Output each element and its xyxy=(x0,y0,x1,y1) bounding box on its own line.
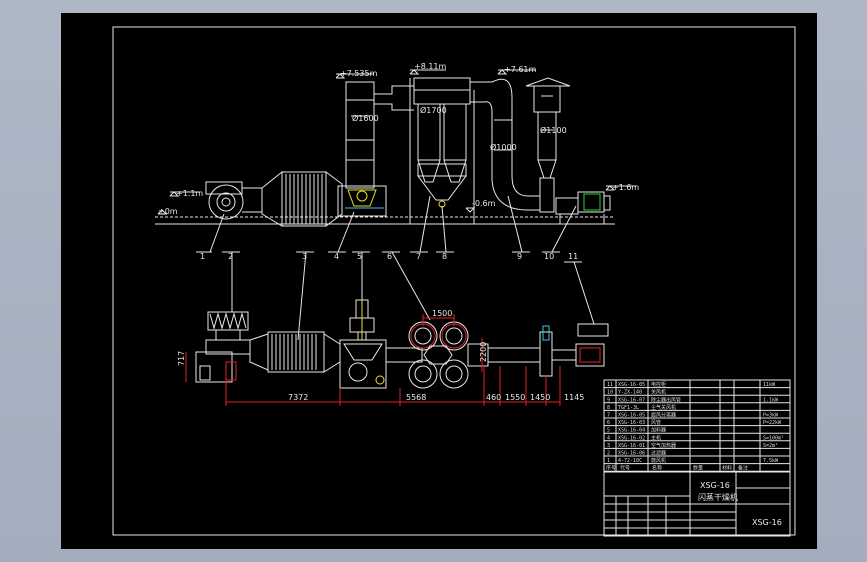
dim-717: 717 xyxy=(177,351,186,366)
title-drawing-no: XSG-16 xyxy=(700,481,730,490)
parts-row-name: 鼓风机 xyxy=(651,457,666,464)
parts-header-cell: 序号 xyxy=(606,465,616,472)
dim-2200: 2200 xyxy=(479,342,488,362)
dim-1145: 1145 xyxy=(564,393,584,402)
parts-header-cell: 数量 xyxy=(693,465,703,472)
parts-row-spec: P=22kW xyxy=(763,420,782,426)
parts-row-no: 6 xyxy=(607,420,610,426)
callout-3: 3 xyxy=(302,252,307,261)
level-7535: +7.535m xyxy=(340,69,378,78)
parts-row-no: 11 xyxy=(607,382,613,388)
plan-dimensions xyxy=(185,314,561,406)
callout-1: 1 xyxy=(200,252,205,261)
parts-row-no: 8 xyxy=(607,405,610,411)
dia-1000: Ø1000 xyxy=(490,142,517,152)
dia-1600: Ø1600 xyxy=(352,113,379,123)
level-markers xyxy=(157,69,636,215)
parts-header-cell: 材料 xyxy=(722,465,732,472)
parts-row-code: XSG-16-06 xyxy=(618,451,645,457)
dia-1700: Ø1700 xyxy=(420,105,447,115)
parts-row-code: 4-72-10C xyxy=(618,458,642,464)
parts-row-no: 3 xyxy=(607,443,610,449)
dim-460: 460 xyxy=(486,393,501,402)
parts-row-no: 7 xyxy=(607,413,610,419)
parts-row-name: 加料器 xyxy=(651,427,666,434)
parts-row-code: XSG-16-01 xyxy=(618,443,645,449)
dust-collector xyxy=(525,77,571,213)
sheet-border xyxy=(112,26,796,536)
parts-row-no: 9 xyxy=(607,397,610,403)
parts-row-name: 除尘器出风管 xyxy=(651,396,681,403)
parts-row-code: XSG-16-05 xyxy=(618,413,645,419)
parts-row-name: 尘气关风机 xyxy=(651,404,676,411)
dim-1550: 1550 xyxy=(505,393,525,402)
level-11: +1.1m xyxy=(176,189,203,198)
callout-11: 11 xyxy=(568,252,578,261)
parts-row-code: Y-ZX-140 xyxy=(618,390,642,396)
callout-5: 5 xyxy=(357,252,362,261)
parts-row-name: 空气加热器 xyxy=(651,442,676,449)
parts-row-name: 风管 xyxy=(651,419,661,426)
parts-row-spec: P=3kW xyxy=(763,413,779,419)
parts-row-no: 10 xyxy=(607,390,613,396)
parts-row-name: 主机 xyxy=(651,434,661,441)
parts-row-name: 旋风分离器 xyxy=(651,412,676,419)
parts-row-no: 1 xyxy=(607,458,610,464)
elevation-view: +7.535m +8.11m +7.61m +1.1m ±0m +1.6m -0… xyxy=(155,62,639,227)
parts-header-cell: 代号 xyxy=(620,465,630,472)
parts-row-no: 5 xyxy=(607,428,610,434)
parts-row-name: 关风机 xyxy=(651,389,666,396)
callout-9: 9 xyxy=(517,252,522,261)
dim-5568: 5568 xyxy=(406,393,426,402)
parts-row-spec: 1.1kW xyxy=(763,397,779,403)
callout-8: 8 xyxy=(442,252,447,261)
drying-tower xyxy=(337,81,414,217)
parts-row-code: XSG-16-04 xyxy=(618,428,645,434)
parts-header-cell: 名称 xyxy=(652,465,662,472)
plan-view xyxy=(195,299,609,389)
parts-header-cell: 备注 xyxy=(738,465,748,472)
parts-row-code: XSG-16-07 xyxy=(618,397,645,403)
title-drawing-no-right: XSG-16 xyxy=(752,518,782,527)
parts-row-spec: S=100m² xyxy=(763,435,784,441)
parts-row-name: 过滤器 xyxy=(651,450,666,457)
parts-list xyxy=(603,379,791,473)
callout-6: 6 xyxy=(387,252,392,261)
dim-1450: 1450 xyxy=(530,393,550,402)
level-0: ±0m xyxy=(158,207,178,216)
level-811: +8.11m xyxy=(414,62,447,71)
callout-10: 10 xyxy=(544,252,554,261)
parts-row-code: XSG-16-05 xyxy=(618,382,645,388)
callout-7: 7 xyxy=(416,252,421,261)
parts-row-spec: 7.5kW xyxy=(763,458,779,464)
dim-7372: 7372 xyxy=(288,393,308,402)
parts-row-code: XSG-16-03 xyxy=(618,420,645,426)
title-block xyxy=(603,471,791,537)
callout-leaders xyxy=(196,195,595,341)
cyclone-separator xyxy=(409,77,475,224)
parts-row-spec: S=2m² xyxy=(763,443,778,449)
callout-2: 2 xyxy=(228,252,233,261)
level-761: +7.61m xyxy=(504,65,537,74)
drawing-canvas xyxy=(61,13,817,549)
exhaust-fan xyxy=(555,191,611,224)
dim-1500: 1500 xyxy=(432,309,452,318)
blower xyxy=(205,181,262,220)
air-heater xyxy=(261,170,343,227)
level-06: -0.6m xyxy=(472,199,496,208)
parts-row-spec: 11kW xyxy=(763,382,776,388)
dia-1100: Ø1100 xyxy=(540,125,567,135)
parts-row-code: TGF1-3L xyxy=(618,405,639,411)
parts-row-name: 电控柜 xyxy=(651,381,666,388)
title-text: 闪蒸干燥机 xyxy=(698,492,738,502)
parts-row-code: XSG-16-02 xyxy=(618,435,645,441)
callout-4: 4 xyxy=(334,252,339,261)
duct xyxy=(470,78,540,211)
level-16: +1.6m xyxy=(612,183,639,192)
parts-row-no: 2 xyxy=(607,451,610,457)
parts-row-no: 4 xyxy=(607,435,610,441)
